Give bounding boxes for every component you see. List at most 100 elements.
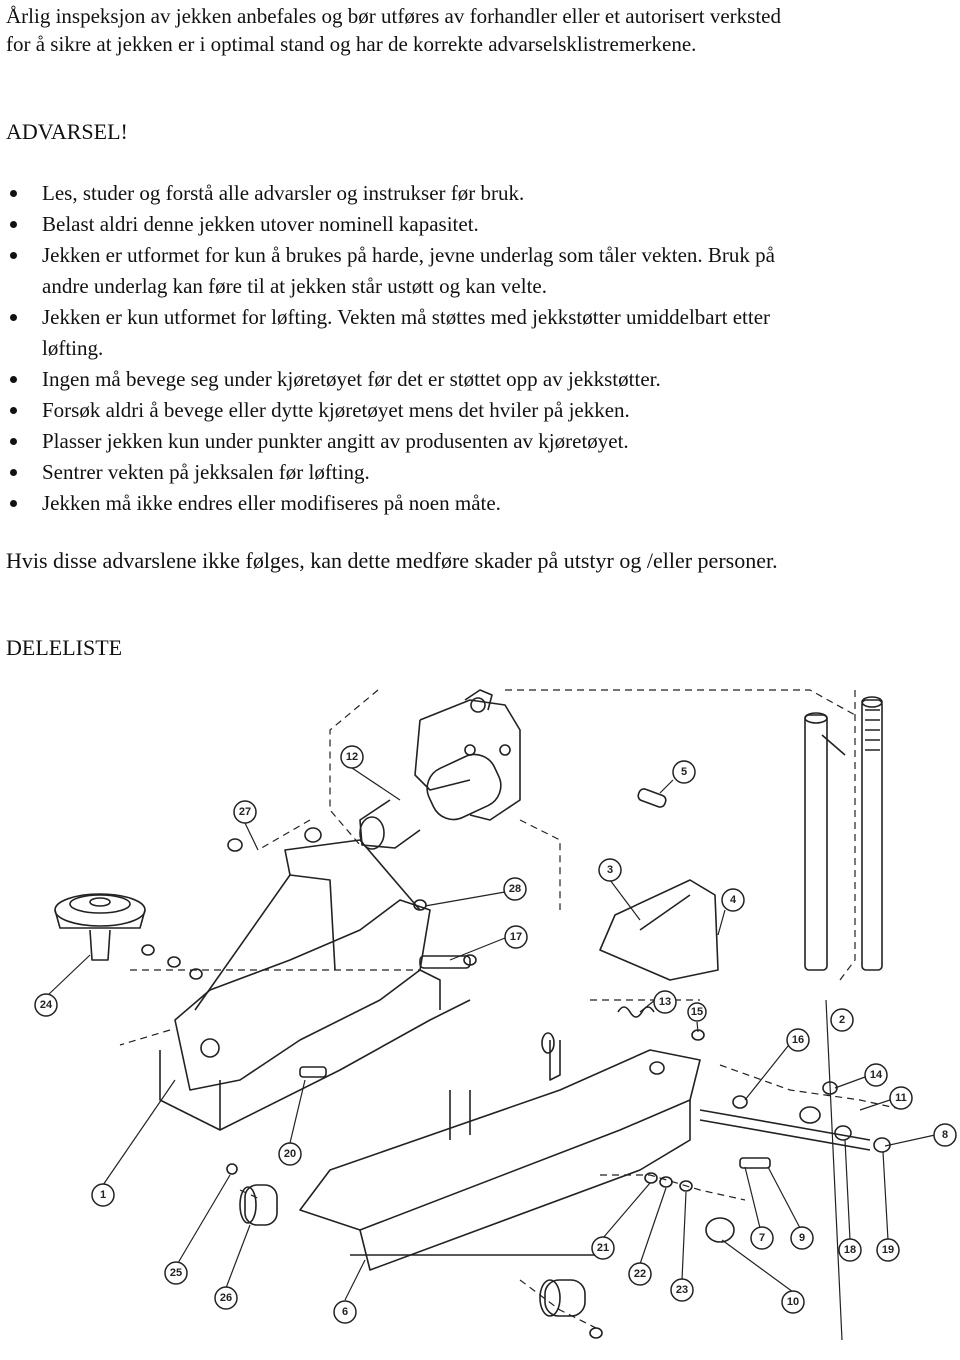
jack-exploded-diagram: 1 2 3 4 5 6 7 8 9 10 11 12 13 14 15 16 1…: [34, 689, 957, 1341]
callout-1: 1: [91, 1079, 176, 1207]
callout-28: 28: [424, 877, 527, 907]
bullet-icon: [10, 252, 17, 259]
callout-4: 4: [717, 888, 745, 936]
callout-14: 14: [834, 1063, 888, 1089]
warning-item: Jekken må ikke endres eller modifiseres …: [0, 488, 950, 519]
callout-label: 11: [895, 1092, 907, 1104]
callout-label: 12: [346, 751, 358, 763]
warning-item-text: Les, studer og forstå alle advarsler og …: [42, 181, 525, 205]
callout-18: 18: [838, 1139, 862, 1262]
callout-label: 26: [220, 1292, 232, 1304]
callout-22: 22: [628, 1187, 667, 1286]
roller-parts: [239, 1184, 600, 1317]
callout-9: 9: [767, 1166, 814, 1250]
callout-6: 6: [333, 1259, 366, 1324]
handle-socket: [599, 879, 719, 981]
pump-assembly: [359, 689, 521, 850]
socket-edge: [639, 894, 691, 931]
warning-item: Jekken er utformet for kun å brukes på h…: [0, 240, 950, 302]
bullet-icon: [10, 376, 17, 383]
washer-parts: [141, 827, 891, 1339]
callout-13: 13: [639, 990, 677, 1014]
callout-label: 17: [510, 931, 522, 943]
warning-item-text: andre underlag kan føre til at jekken st…: [42, 274, 547, 298]
jack-frame: [159, 839, 701, 1271]
callout-10: 10: [721, 1239, 805, 1314]
warning-list: Les, studer og forstå alle advarsler og …: [0, 178, 950, 519]
warning-item-text: Jekken er kun utformet for løfting. Vekt…: [42, 305, 771, 329]
callout-19: 19: [876, 1151, 900, 1262]
consequence-statement: Hvis disse advarslene ikke følges, kan d…: [6, 548, 778, 573]
warning-item-text: Belast aldri denne jekken utover nominel…: [42, 212, 479, 236]
assembly-guides: [119, 689, 906, 1331]
warning-item-text: Forsøk aldri å bevege eller dytte kjøret…: [42, 398, 630, 422]
bullet-icon: [10, 190, 17, 197]
callout-label: 6: [342, 1306, 348, 1318]
saddle-part: [54, 893, 146, 961]
spring-part: [617, 1006, 655, 1018]
intro-line-2: for å sikre at jekken er i optimal stand…: [6, 32, 697, 56]
bullet-icon: [10, 314, 17, 321]
warning-item-text: Jekken er utformet for kun å brukes på h…: [42, 243, 775, 267]
bolt-parts: [299, 955, 871, 1169]
callout-11: 11: [859, 1086, 913, 1111]
callout-12: 12: [340, 745, 401, 801]
callout-label: 13: [659, 996, 671, 1008]
warning-item-text: løfting.: [42, 336, 104, 360]
warning-item: Forsøk aldri å bevege eller dytte kjøret…: [0, 395, 950, 426]
callout-7: 7: [744, 1166, 774, 1250]
pin-part: [637, 788, 667, 808]
callout-label: 4: [730, 894, 737, 906]
bullet-icon: [10, 407, 17, 414]
callout-3: 3: [598, 858, 641, 921]
callout-24: 24: [34, 954, 91, 1017]
callout-label: 24: [40, 999, 53, 1011]
warning-item: Jekken er kun utformet for løfting. Vekt…: [0, 302, 950, 364]
callout-8: 8: [884, 1123, 957, 1147]
callout-label: 18: [844, 1244, 856, 1256]
warning-item-text: Ingen må bevege seg under kjøretøyet før…: [42, 367, 661, 391]
callout-label: 27: [239, 806, 251, 818]
bullet-icon: [10, 438, 17, 445]
callout-label: 19: [882, 1244, 894, 1256]
bullet-icon: [10, 500, 17, 507]
callout-2: 2: [825, 999, 854, 1341]
part-callouts: 1 2 3 4 5 6 7 8 9 10 11 12 13 14 15 16 1…: [34, 745, 957, 1341]
callout-label: 21: [597, 1242, 609, 1254]
callout-15: 15: [687, 1002, 707, 1033]
callout-label: 23: [676, 1284, 688, 1296]
callout-5: 5: [659, 760, 696, 794]
warning-item-text: Plasser jekken kun under punkter angitt …: [42, 429, 629, 453]
warning-item: Sentrer vekten på jekksalen før løfting.: [0, 457, 950, 488]
callout-label: 2: [839, 1014, 845, 1026]
callout-20: 20: [278, 1079, 306, 1166]
warning-item: Plasser jekken kun under punkter angitt …: [0, 426, 950, 457]
callout-25: 25: [164, 1174, 231, 1285]
callout-label: 3: [607, 864, 613, 876]
callout-label: 8: [942, 1129, 948, 1141]
callout-26: 26: [214, 1224, 251, 1310]
callout-label: 20: [284, 1148, 296, 1160]
bullet-icon: [10, 221, 17, 228]
callout-label: 25: [170, 1267, 182, 1279]
callout-label: 7: [759, 1232, 765, 1244]
warning-item-text: Jekken må ikke endres eller modifiseres …: [42, 491, 501, 515]
diagram-linework: [54, 689, 906, 1339]
callout-16: 16: [744, 1028, 810, 1101]
intro-paragraph: Årlig inspeksjon av jekken anbefales og …: [6, 2, 781, 58]
warning-item: Belast aldri denne jekken utover nominel…: [0, 209, 950, 240]
callout-label: 10: [787, 1296, 799, 1308]
callout-label: 28: [509, 883, 521, 895]
warning-item: Les, studer og forstå alle advarsler og …: [0, 178, 950, 209]
callout-27: 27: [233, 800, 259, 851]
callout-21: 21: [591, 1182, 651, 1260]
callout-17: 17: [449, 925, 528, 961]
callout-label: 22: [634, 1268, 646, 1280]
bullet-icon: [10, 469, 17, 476]
callout-label: 5: [681, 766, 687, 778]
handle: [804, 696, 883, 971]
parts-list-heading: DELELISTE: [6, 635, 123, 660]
callout-label: 15: [691, 1006, 703, 1018]
callout-label: 1: [100, 1189, 106, 1201]
warning-item-text: Sentrer vekten på jekksalen før løfting.: [42, 460, 370, 484]
